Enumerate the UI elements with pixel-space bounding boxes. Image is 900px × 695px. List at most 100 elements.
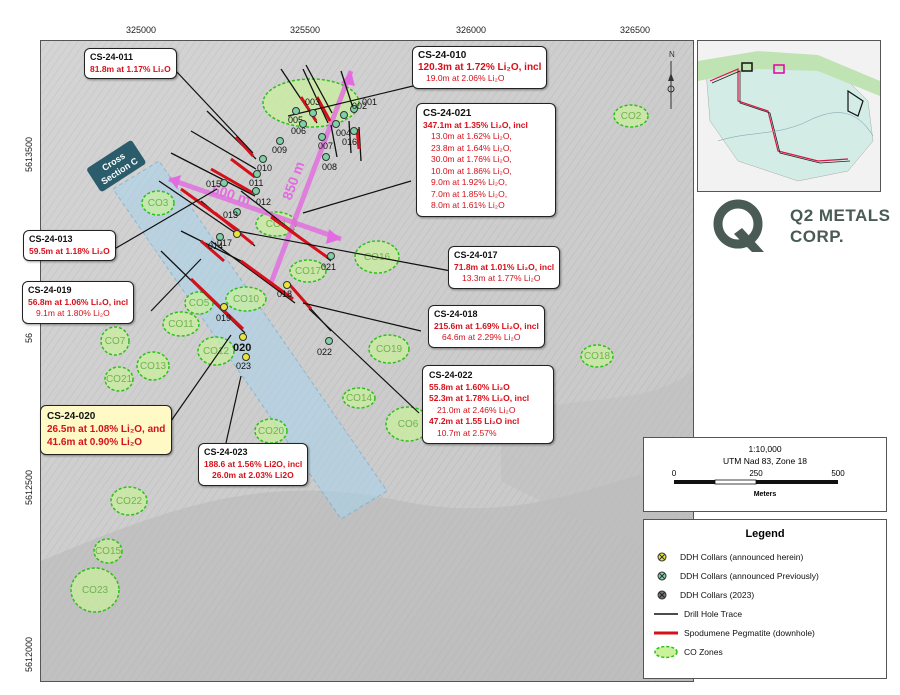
collar-icon: [309, 109, 317, 117]
collar-icon: [259, 155, 267, 163]
callout-main-interval: 347.1m at 1.35% Li₂O, incl: [423, 119, 528, 130]
collar-007[interactable]: 007: [318, 133, 333, 152]
co-zone-co18[interactable]: [580, 344, 614, 368]
collar-004[interactable]: 004: [332, 120, 352, 139]
collar-021[interactable]: 021: [321, 252, 336, 273]
collar-016[interactable]: 016: [342, 127, 358, 148]
legend-title: Legend: [745, 528, 785, 540]
co-zone-co2[interactable]: [613, 104, 649, 128]
co-zone-co5[interactable]: [184, 291, 214, 315]
collar-label: 018: [277, 289, 292, 299]
collar-018[interactable]: 018: [277, 281, 292, 300]
collar-icon: [220, 179, 228, 187]
co-zone-co11[interactable]: [162, 311, 200, 337]
collar-019[interactable]: 019: [216, 303, 231, 324]
yellow-collar-icon: [657, 552, 667, 562]
collar-022[interactable]: 022: [317, 337, 333, 358]
collar-002[interactable]: 002: [340, 101, 368, 119]
co-zone-co17[interactable]: [289, 259, 327, 283]
q2-logo-text: Q2 METALS CORP.: [790, 205, 891, 247]
legend-label: DDH Collars (announced herein): [680, 552, 804, 562]
callout-cs-24-017[interactable]: CS-24-017 71.8m at 1.01% Li₂O, incl 13.3…: [448, 246, 561, 289]
callout-sub-interval: 23.8m at 1.64% Li₂O,: [431, 142, 512, 153]
legend-box: Legend DDH Collars (announced herein) DD…: [643, 519, 887, 679]
legend-item-collars-herein: DDH Collars (announced herein): [654, 550, 884, 564]
collar-005[interactable]: 005: [288, 107, 303, 126]
co-zone-co23[interactable]: [70, 567, 120, 613]
collar-014[interactable]: 014: [208, 233, 224, 252]
north-arrow[interactable]: N: [667, 50, 675, 109]
callout-main-interval: 81.8m at 1.17% Li₂O: [90, 63, 171, 74]
collar-label: 003: [305, 97, 320, 107]
callout-main-interval: 71.8m at 1.01% Li₂O, incl: [454, 261, 555, 272]
co-zone-label: CO11: [168, 319, 194, 330]
callout-cs-24-019[interactable]: CS-24-019 56.8m at 1.06% Li₂O, incl 9.1m…: [22, 281, 135, 324]
collar-009[interactable]: 009: [272, 137, 287, 156]
co-zone-label: CO12: [203, 346, 230, 357]
collar-label: 013: [223, 210, 238, 220]
collar-017[interactable]: 017: [217, 230, 241, 249]
co-zone-co3[interactable]: [141, 190, 175, 216]
co-zone-co14[interactable]: [342, 387, 376, 409]
collar-011[interactable]: 011: [249, 170, 263, 189]
co-zone-co7[interactable]: [100, 326, 130, 356]
collar-label: 017: [217, 238, 232, 248]
inset-map[interactable]: [697, 40, 881, 192]
collar-label: 008: [322, 162, 337, 172]
collar-icon: [253, 170, 261, 178]
map-svg: Cross Section C CO2CO3CO4CO5CO6CO7CO10CO…: [41, 41, 693, 681]
callout-sub-interval: 64.6m at 2.29% Li₂O: [442, 332, 521, 342]
collar-008[interactable]: 008: [322, 153, 337, 173]
callout-main-interval: 215.6m at 1.69% Li₂O, incl: [434, 320, 539, 331]
collar-001[interactable]: 001: [350, 97, 378, 113]
collar-010[interactable]: 010: [257, 155, 272, 174]
callout-cs-24-018[interactable]: CS-24-018 215.6m at 1.69% Li₂O, incl 64.…: [428, 305, 545, 348]
collar-icon: [233, 230, 241, 238]
callout-cs-24-023[interactable]: CS-24-023 188.6 at 1.56% Li2O, incl 26.0…: [198, 443, 309, 486]
callout-cs-24-013[interactable]: CS-24-013 59.5m at 1.18% Li₂O: [23, 230, 116, 261]
collar-icon: [292, 107, 300, 115]
scale-tick-250: 250: [749, 469, 763, 478]
grey-collar-icon: [657, 590, 667, 600]
collar-020[interactable]: 020: [233, 333, 251, 355]
collar-012[interactable]: 012: [252, 187, 272, 208]
callout-cs-24-020[interactable]: CS-24-020 26.5m at 1.08% Li₂O, and 41.6m…: [40, 405, 173, 455]
callout-hole-id: CS-24-017: [454, 250, 498, 260]
collar-label: 002: [352, 101, 367, 111]
legend-item-drill-trace: Drill Hole Trace: [654, 607, 884, 621]
collar-006[interactable]: 006: [291, 120, 307, 137]
collar-015[interactable]: 015: [206, 179, 228, 189]
inset-boundary: [709, 68, 849, 162]
collar-label: 016: [342, 137, 357, 147]
callout-main-interval: 120.3m at 1.72% Li₂O, incl: [418, 61, 542, 73]
callout-cs-24-011[interactable]: CS-24-011 81.8m at 1.17% Li₂O: [84, 48, 177, 79]
callout-cs-24-022[interactable]: CS-24-022 55.8m at 1.60% Li₂O 52.3m at 1…: [422, 365, 554, 444]
collar-label: 023: [236, 361, 251, 371]
collar-003[interactable]: 003: [305, 97, 320, 117]
collar-013[interactable]: 013: [223, 208, 241, 221]
callout-sub-interval: 10.7m at 2.57%: [437, 427, 497, 438]
co-zone-label: CO3: [148, 198, 169, 209]
q2-logo-icon: [713, 199, 764, 252]
co-zone-label: CO2: [621, 111, 642, 122]
co-zone-label: CO20: [258, 426, 285, 437]
collar-icon: [252, 187, 260, 195]
collar-023[interactable]: 023: [236, 353, 251, 372]
collar-label: 021: [321, 262, 336, 272]
co-zone-co19[interactable]: [368, 334, 410, 364]
legend-item-collars-2023: DDH Collars (2023): [654, 588, 884, 602]
co-zone-co13[interactable]: [136, 351, 170, 381]
cross-section-band: [112, 160, 388, 520]
callout-sub-interval: 8.0m at 1.61% Li₂O: [431, 200, 505, 210]
co-zone-label: CO19: [376, 344, 403, 355]
leader-lines: [110, 70, 452, 444]
x-tick-325000: 325000: [126, 25, 157, 35]
callout-cs-24-021[interactable]: CS-24-021 347.1m at 1.35% Li₂O, incl 13.…: [416, 103, 556, 217]
co-zone-co21[interactable]: [104, 366, 134, 392]
co-zone-co10[interactable]: [225, 286, 267, 312]
co-zone-co15[interactable]: [93, 538, 123, 564]
callout-cs-24-010[interactable]: CS-24-010 120.3m at 1.72% Li₂O, incl 19.…: [412, 46, 548, 89]
co-zone-co22[interactable]: [110, 486, 148, 516]
